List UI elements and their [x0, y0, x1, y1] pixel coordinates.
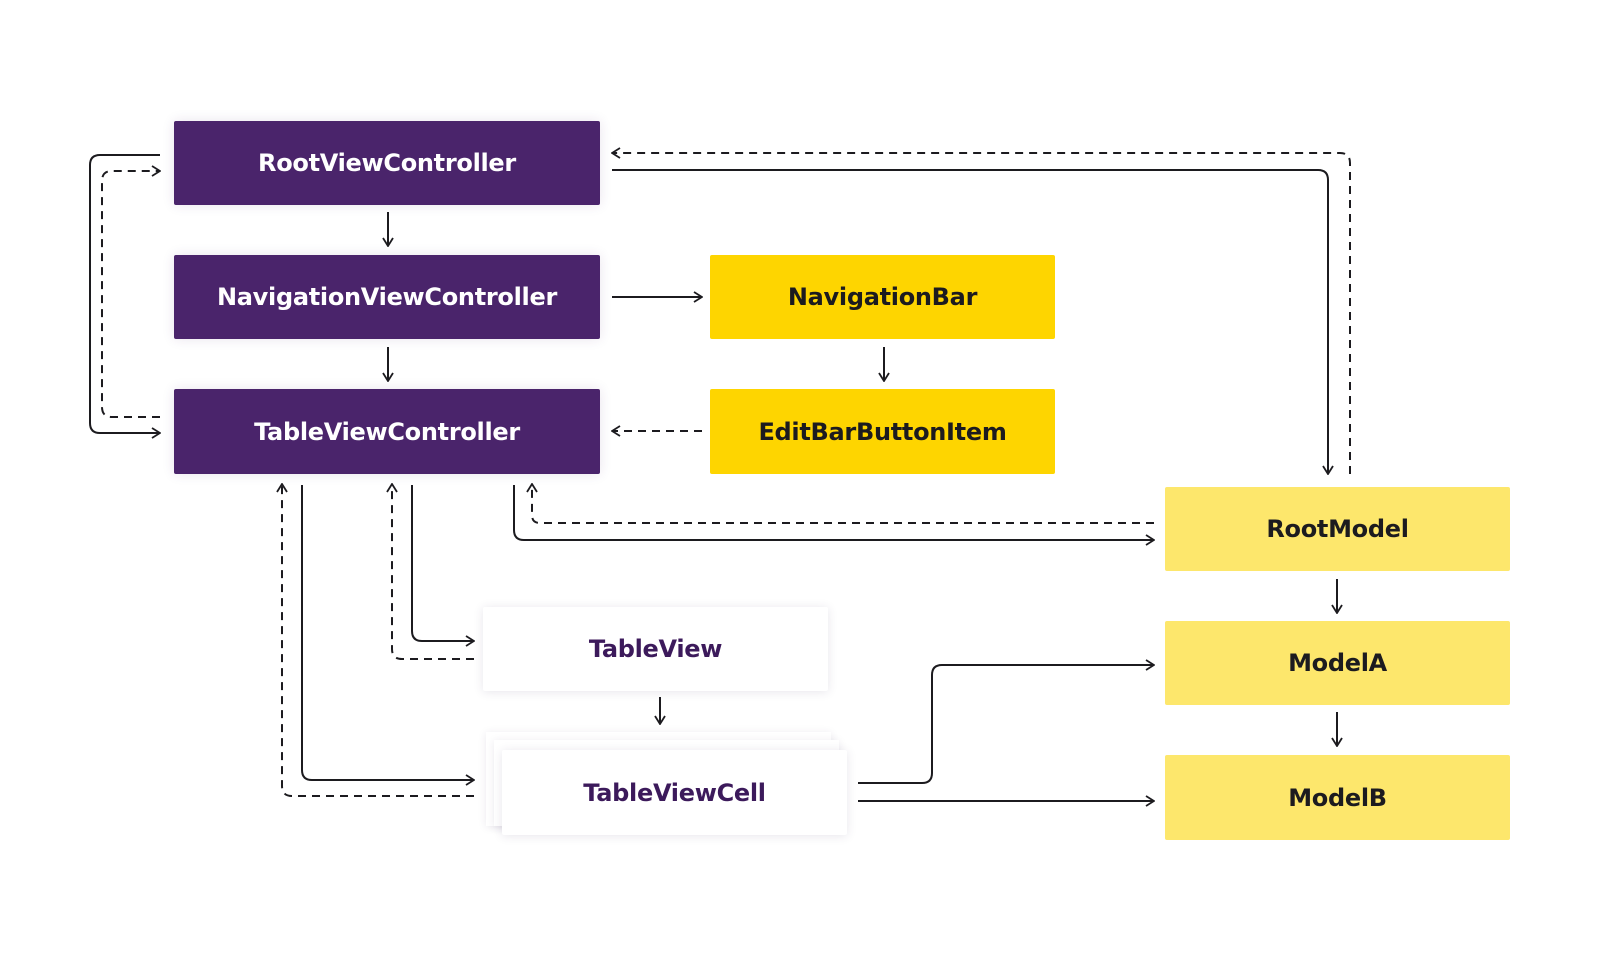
- arrow-table-to-cell: [301, 485, 474, 780]
- arrow-cell-to-modela: [858, 665, 1154, 784]
- navigation-bar-label: NavigationBar: [787, 283, 978, 311]
- model-b-label: ModelB: [1288, 783, 1387, 812]
- root-model-label: RootModel: [1266, 515, 1409, 543]
- model-a-node: ModelA: [1165, 621, 1510, 705]
- arrow-table-to-rootmodel: [513, 485, 1154, 540]
- edit-bar-button-item-label: EditBarButtonItem: [758, 417, 1007, 446]
- table-view-cell-node: TableViewCell: [502, 750, 847, 835]
- model-b-node: ModelB: [1165, 755, 1510, 840]
- table-view-controller-node: TableViewController: [174, 389, 600, 474]
- dashed-rootmodel-to-root: [612, 153, 1351, 474]
- edit-bar-button-item-node: EditBarButtonItem: [710, 389, 1055, 474]
- dashed-cell-to-table: [282, 484, 474, 797]
- dashed-tableview-to-table: [392, 484, 474, 660]
- table-view-label: TableView: [588, 635, 723, 663]
- navigation-bar-node: NavigationBar: [710, 255, 1055, 339]
- dashed-rootmodel-to-table: [532, 484, 1154, 524]
- root-view-controller-node: RootViewController: [174, 121, 600, 205]
- navigation-view-controller-label: NavigationViewController: [217, 283, 557, 311]
- root-model-node: RootModel: [1165, 487, 1510, 571]
- arrow-table-to-tableview: [411, 485, 474, 641]
- table-view-node: TableView: [483, 607, 828, 691]
- loop-root-to-table: [89, 154, 160, 433]
- model-a-label: ModelA: [1288, 649, 1387, 677]
- navigation-view-controller-node: NavigationViewController: [174, 255, 600, 339]
- arrow-root-to-rootmodel: [612, 169, 1328, 474]
- table-view-cell-label: TableViewCell: [583, 778, 766, 807]
- root-view-controller-label: RootViewController: [258, 149, 516, 177]
- loop-table-to-root: [101, 171, 160, 418]
- table-view-controller-label: TableViewController: [254, 417, 520, 446]
